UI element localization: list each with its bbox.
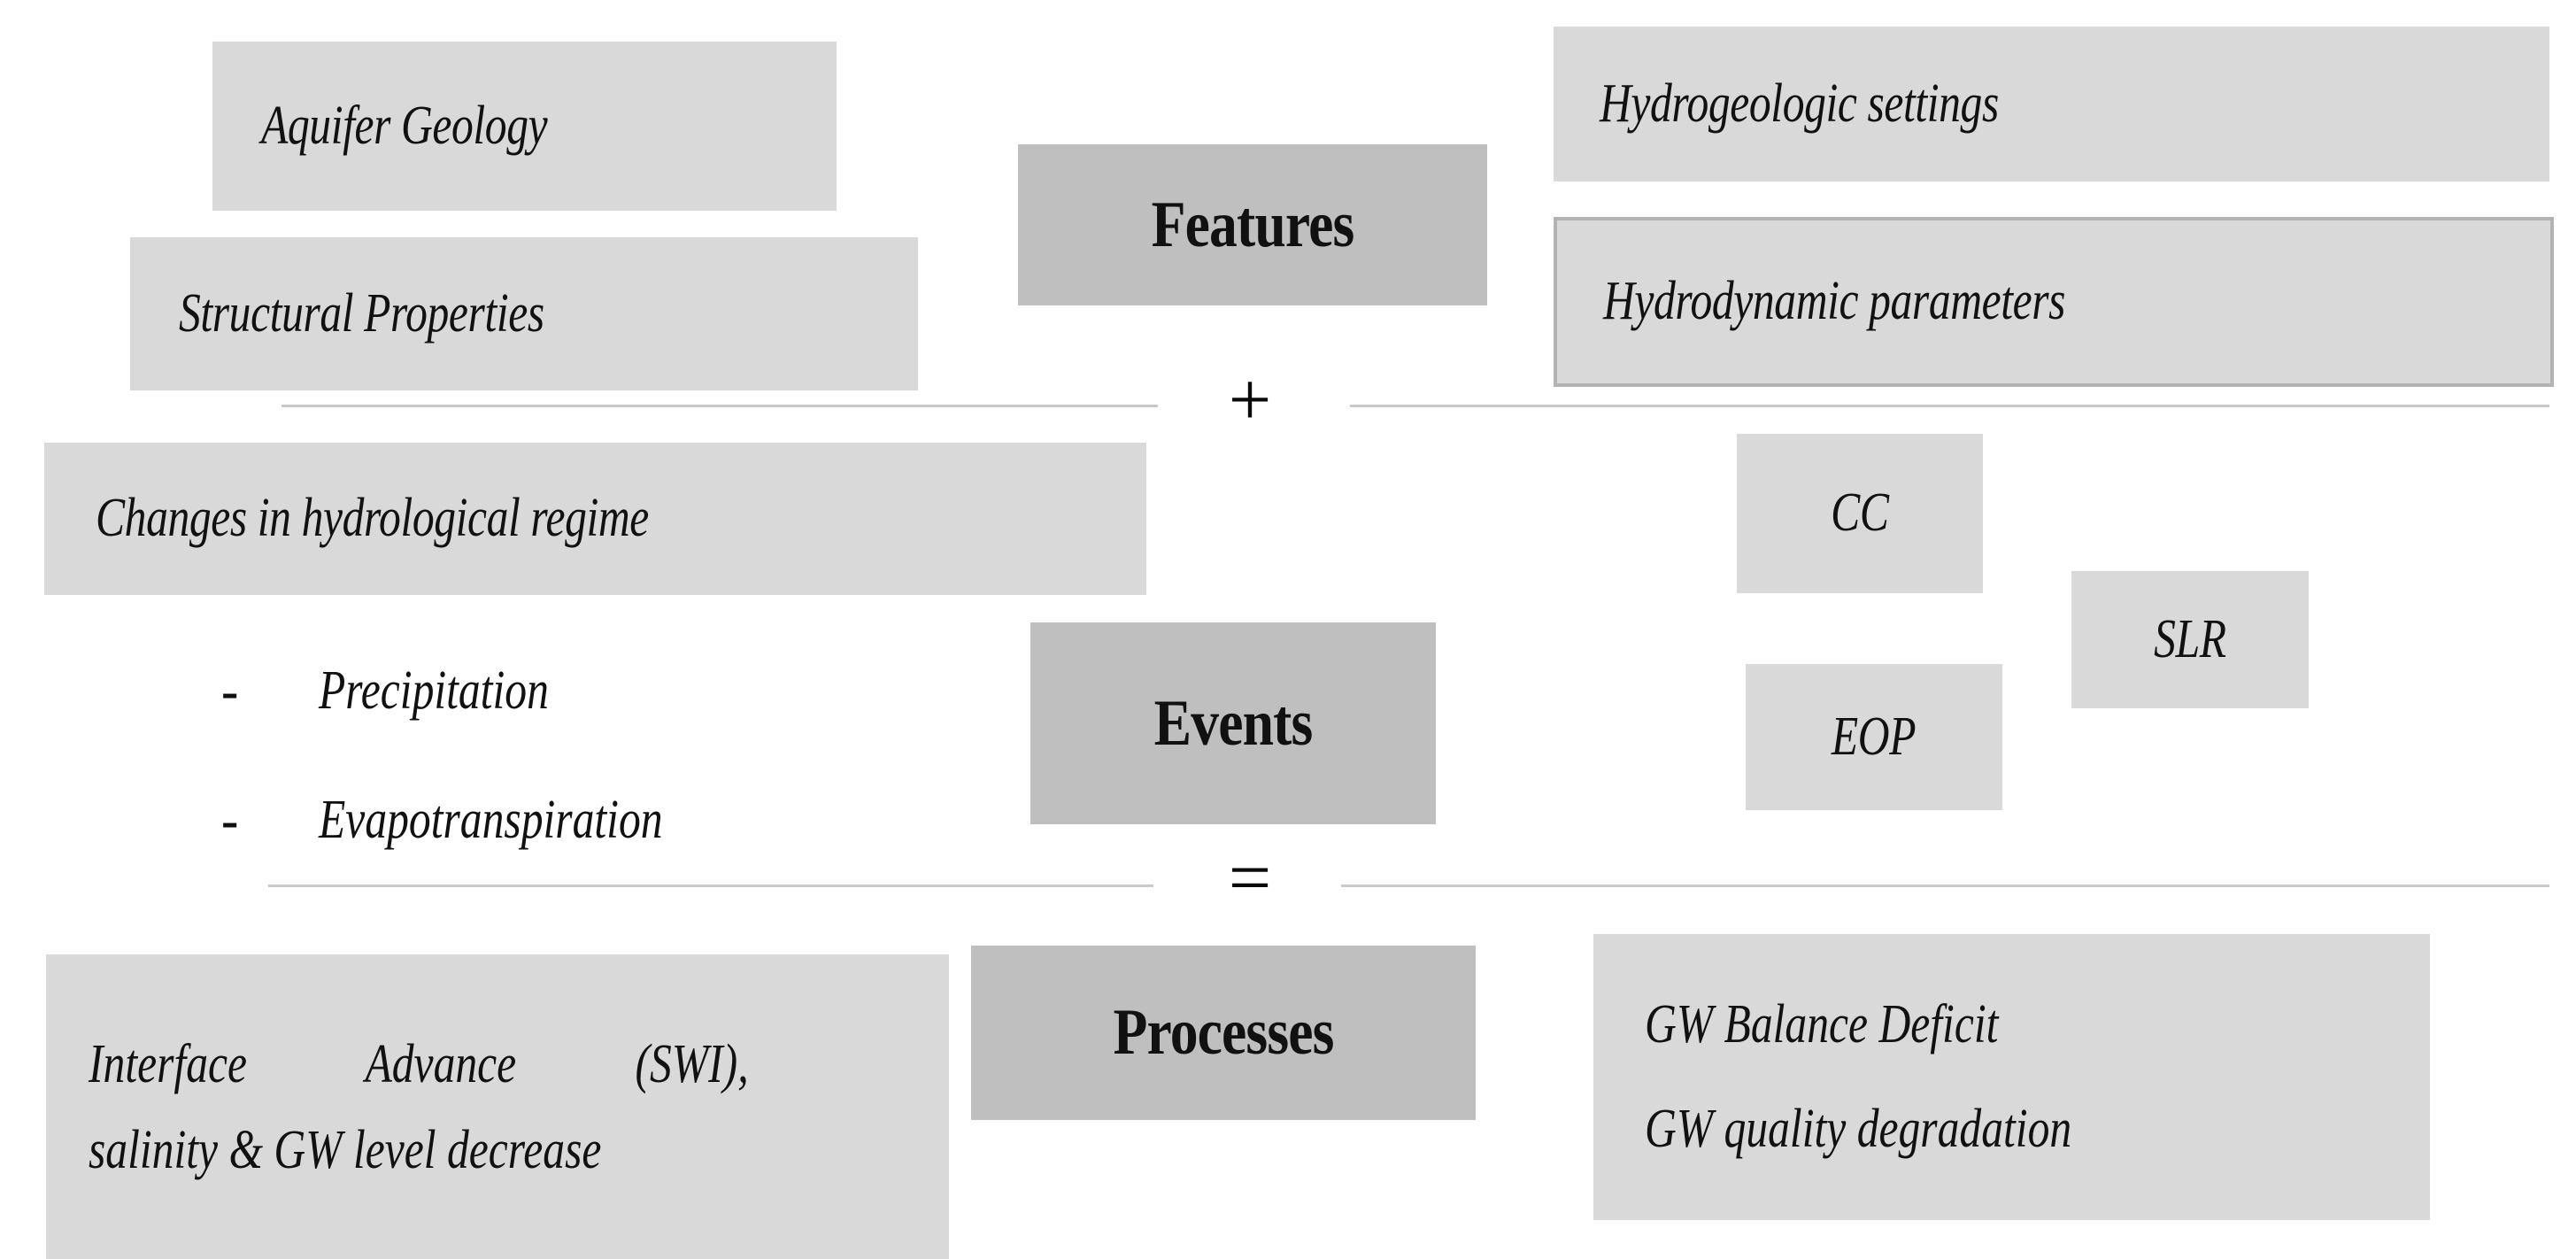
process-box-gw-impacts-line2: GW quality degradation xyxy=(1645,1098,2072,1159)
event-bullet-item-precipitation[interactable]: - Precipitation xyxy=(212,660,749,753)
process-box-interface-advance-text: Interface Advance (SWI), salinity & GW l… xyxy=(89,1022,749,1192)
event-bullet-item-evapotranspiration-label: Evapotranspiration xyxy=(319,790,663,850)
feature-box-structural-properties[interactable]: Structural Properties xyxy=(130,237,918,390)
bullet-dash-icon: - xyxy=(221,662,239,720)
process-box-interface-advance-line1: Interface Advance (SWI), xyxy=(89,1034,749,1095)
process-box-gw-impacts-line1: GW Balance Deficit xyxy=(1645,993,1999,1054)
divider-features-right xyxy=(1350,405,2549,407)
event-box-cc[interactable]: CC xyxy=(1737,434,1983,593)
event-bullet-item-evapotranspiration[interactable]: - Evapotranspiration xyxy=(212,789,749,883)
category-badge-events[interactable]: Events xyxy=(1030,622,1436,824)
category-badge-processes[interactable]: Processes xyxy=(971,946,1476,1120)
process-box-interface-advance[interactable]: Interface Advance (SWI), salinity & GW l… xyxy=(46,954,949,1259)
divider-features-left xyxy=(282,405,1158,407)
divider-events-left xyxy=(268,884,1153,887)
event-box-slr[interactable]: SLR xyxy=(2071,571,2309,708)
event-box-hydrological-regime-label: Changes in hydrological regime xyxy=(96,488,649,549)
feature-box-structural-properties-label: Structural Properties xyxy=(179,282,544,344)
process-box-gw-impacts[interactable]: GW Balance Deficit GW quality degradatio… xyxy=(1593,934,2430,1220)
operator-equals: = xyxy=(1228,835,1272,920)
event-box-eop[interactable]: EOP xyxy=(1746,664,2002,810)
category-badge-features[interactable]: Features xyxy=(1018,144,1487,305)
feature-box-aquifer-geology[interactable]: Aquifer Geology xyxy=(212,42,837,211)
event-box-hydrological-regime[interactable]: Changes in hydrological regime xyxy=(44,443,1146,595)
feature-box-hydrogeologic-settings[interactable]: Hydrogeologic settings xyxy=(1554,27,2549,182)
event-box-slr-label: SLR xyxy=(2154,608,2226,669)
category-badge-processes-label: Processes xyxy=(1113,996,1334,1069)
process-box-interface-advance-line2: salinity & GW level decrease xyxy=(89,1119,602,1180)
feature-box-hydrogeologic-settings-label: Hydrogeologic settings xyxy=(1600,73,1999,134)
event-box-cc-label: CC xyxy=(1831,483,1889,544)
divider-events-right xyxy=(1341,884,2549,887)
event-bullet-list: - Precipitation - Evapotranspiration xyxy=(212,660,749,883)
category-badge-events-label: Events xyxy=(1153,686,1314,760)
operator-plus: + xyxy=(1228,357,1272,442)
feature-box-hydrodynamic-parameters-label: Hydrodynamic parameters xyxy=(1603,271,2066,332)
process-box-gw-impacts-text: GW Balance Deficit GW quality degradatio… xyxy=(1645,973,2273,1182)
bullet-dash-icon: - xyxy=(221,792,239,849)
event-box-eop-label: EOP xyxy=(1832,706,1917,767)
feature-box-hydrodynamic-parameters[interactable]: Hydrodynamic parameters xyxy=(1554,217,2554,387)
feature-box-aquifer-geology-label: Aquifer Geology xyxy=(261,95,548,156)
category-badge-features-label: Features xyxy=(1151,188,1355,261)
event-bullet-item-precipitation-label: Precipitation xyxy=(319,660,549,721)
